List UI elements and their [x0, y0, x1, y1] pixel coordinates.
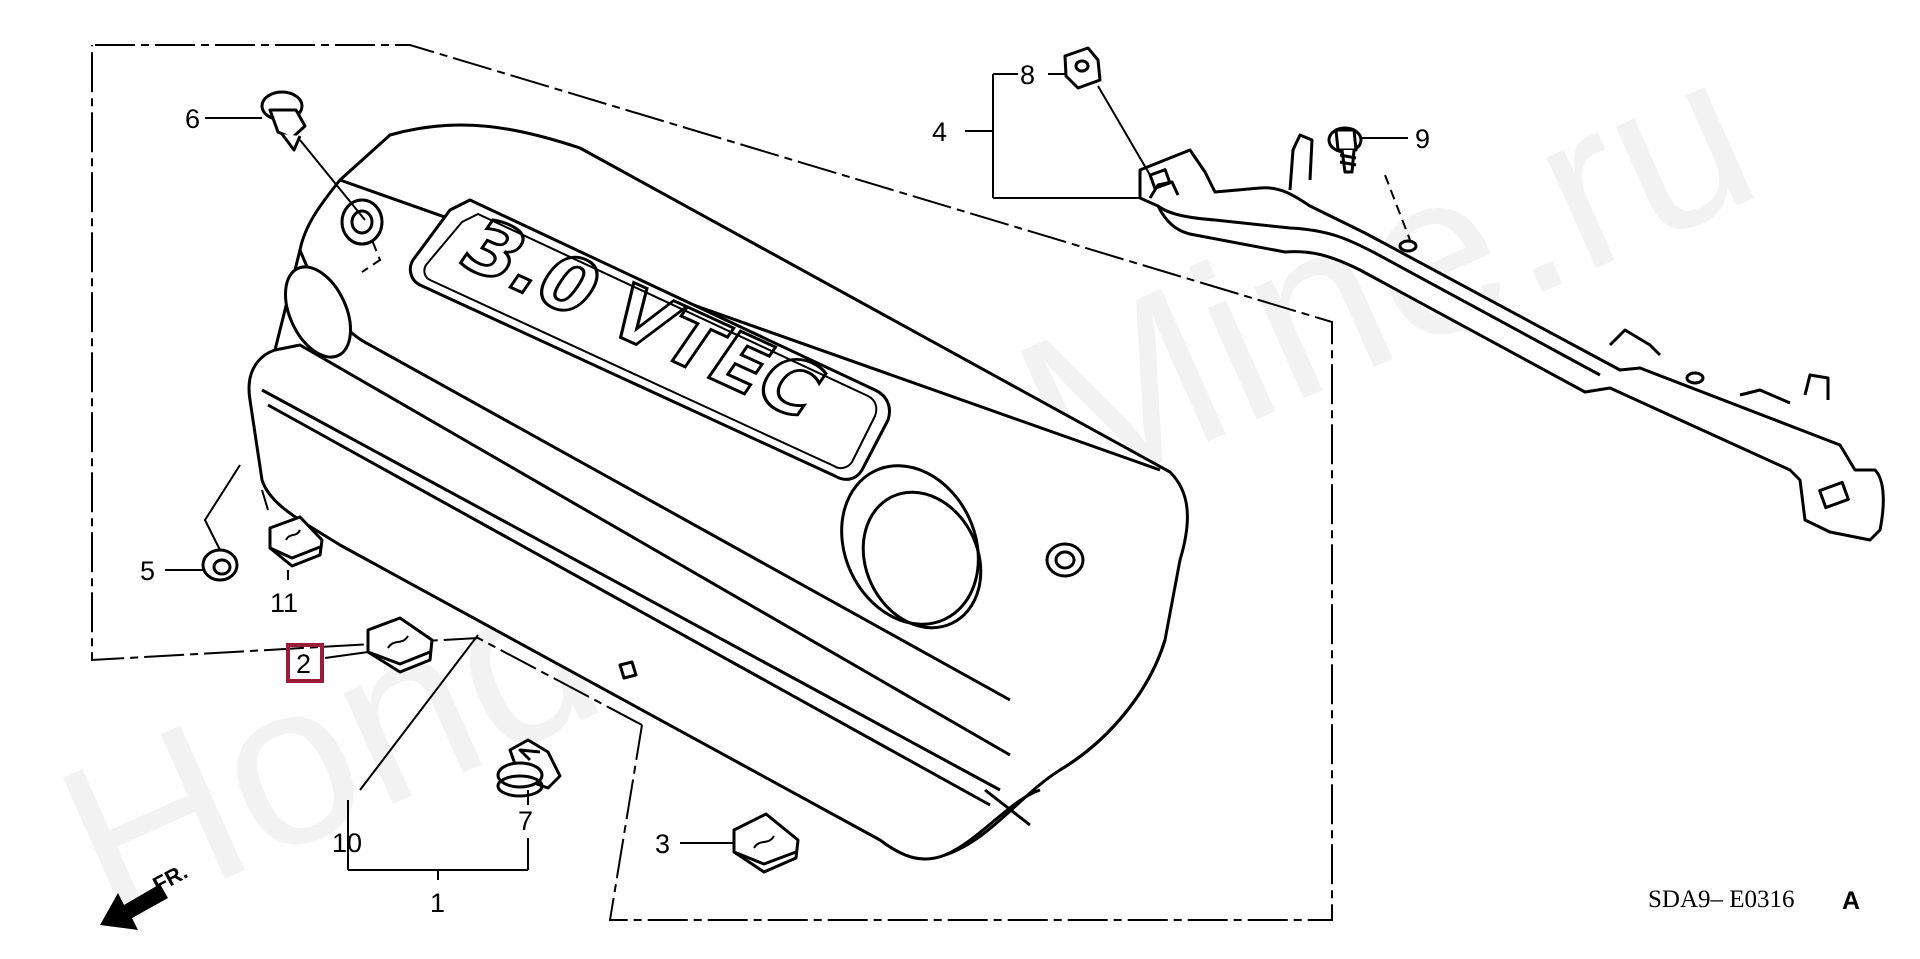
foam-pad-11 [268, 515, 324, 568]
callout-8: 8 [1020, 60, 1035, 90]
callout-11: 11 [270, 588, 298, 618]
callout-10: 10 [332, 828, 362, 858]
foam-pad-3 [732, 812, 800, 874]
callout-7: 7 [518, 806, 533, 836]
assembly-outline [91, 44, 1333, 921]
wire-clip [496, 738, 562, 798]
leader-lines [165, 73, 1411, 880]
callout-2[interactable]: 2 [296, 649, 311, 679]
clip-nut [1063, 46, 1102, 90]
callout-4: 4 [932, 117, 947, 147]
push-pin [260, 90, 307, 152]
callout-5: 5 [140, 556, 155, 586]
callout-2-highlight [286, 643, 324, 683]
callout-1: 1 [430, 888, 445, 918]
engine-cover [247, 123, 1189, 861]
diagram-code-suffix: A [1842, 887, 1860, 915]
bracket [1138, 133, 1885, 542]
callout-9: 9 [1415, 124, 1430, 154]
callout-6: 6 [185, 104, 200, 134]
diagram-code: SDA9– E0316 [1648, 886, 1795, 913]
callout-3: 3 [655, 829, 670, 859]
grommet [201, 548, 239, 582]
bolt [1327, 126, 1363, 174]
